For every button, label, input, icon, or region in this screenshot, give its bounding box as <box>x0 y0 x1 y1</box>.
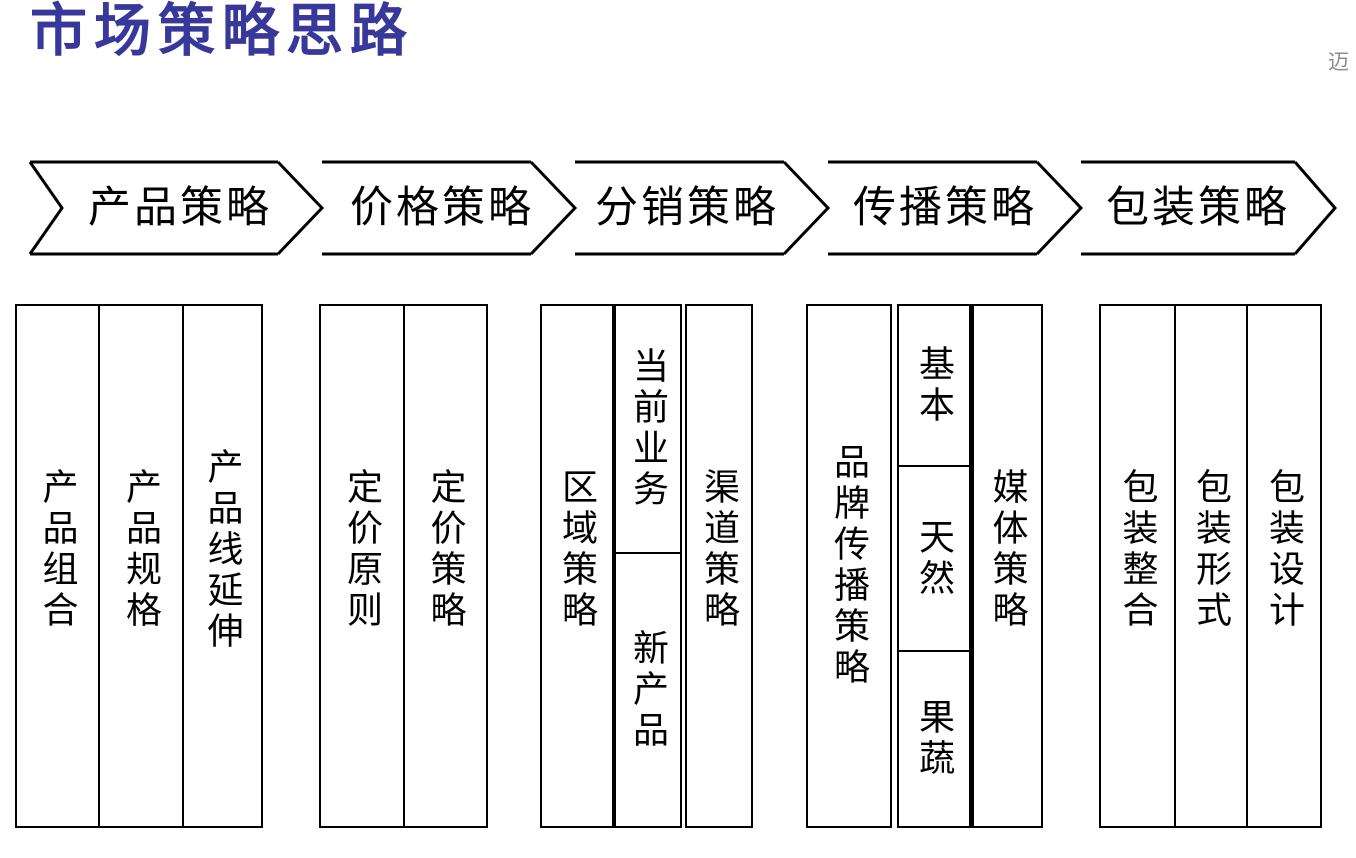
box-label: 区域策略 <box>557 468 598 632</box>
box-basic: 基本 <box>897 304 971 467</box>
box-pricing-strategy: 定价策略 <box>403 304 488 828</box>
box-label: 定价原则 <box>342 468 383 632</box>
box-packaging-form: 包装形式 <box>1174 304 1248 828</box>
box-label: 产品组合 <box>37 468 79 632</box>
chevron-label-distribution: 分销策略 <box>595 184 779 232</box>
box-label: 包装设计 <box>1264 468 1305 632</box>
box-product-line-extension: 产品线延伸 <box>182 304 263 828</box>
box-label: 当前业务 <box>628 347 669 511</box>
box-label: 天然 <box>914 517 955 600</box>
box-packaging-integration: 包装整合 <box>1099 304 1176 828</box>
box-natural: 天然 <box>897 465 971 652</box>
box-label: 产品规格 <box>121 468 162 632</box>
page-title: 市场策略思路 <box>30 0 414 63</box>
box-regional-strategy: 区域策略 <box>540 304 614 828</box>
box-product-portfolio: 产品组合 <box>15 304 100 828</box>
watermark-text: 迈 <box>1328 51 1349 74</box>
box-label: 包装形式 <box>1191 468 1232 632</box>
box-pricing-principle: 定价原则 <box>319 304 405 828</box>
box-label: 产品线延伸 <box>202 447 244 653</box>
box-brand-communication-strategy: 品牌传播策略 <box>806 304 892 828</box>
box-label: 新产品 <box>628 628 669 752</box>
box-new-product: 新产品 <box>614 552 682 828</box>
box-label: 基本 <box>914 344 955 427</box>
box-label: 定价策略 <box>425 468 467 632</box>
chevron-label-price: 价格策略 <box>350 184 534 232</box>
chevron-label-product: 产品策略 <box>88 184 272 232</box>
box-packaging-design: 包装设计 <box>1246 304 1322 828</box>
chevron-label-packaging: 包装策略 <box>1106 184 1290 232</box>
box-label: 渠道策略 <box>699 468 740 632</box>
chevron-label-communication: 传播策略 <box>853 184 1037 232</box>
box-fruit-vegetable: 果蔬 <box>897 650 971 828</box>
chevron-process-band <box>28 160 1337 256</box>
box-media-strategy: 媒体策略 <box>969 304 1043 828</box>
box-label: 品牌传播策略 <box>829 443 870 689</box>
box-label: 媒体策略 <box>987 468 1029 632</box>
box-label: 果蔬 <box>914 698 955 780</box>
box-channel-strategy: 渠道策略 <box>685 304 753 828</box>
box-current-business: 当前业务 <box>614 304 682 554</box>
box-label: 包装整合 <box>1117 468 1159 632</box>
box-product-spec: 产品规格 <box>98 304 184 828</box>
